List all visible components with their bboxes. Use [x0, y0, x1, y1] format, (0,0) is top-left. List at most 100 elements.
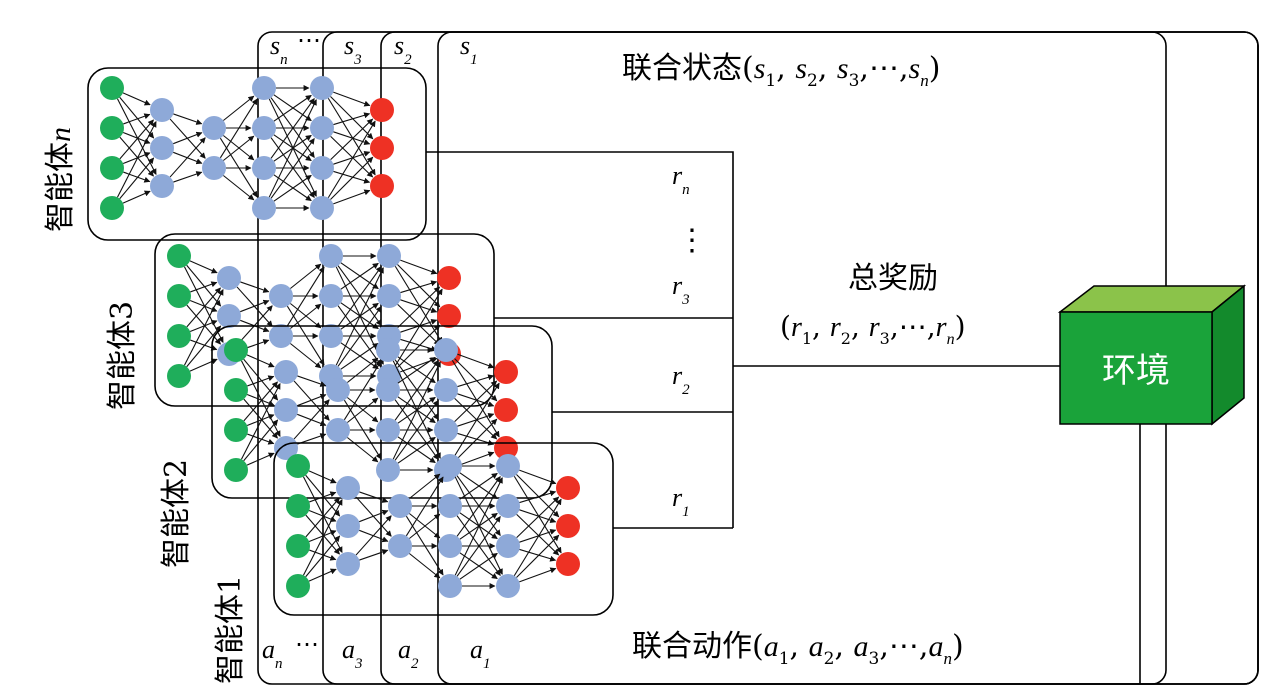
hidden-node [202, 116, 226, 140]
network-edge [186, 325, 222, 368]
input-node [286, 454, 310, 478]
network-edge [308, 530, 337, 543]
network-edge [223, 175, 255, 201]
hidden-node [252, 116, 276, 140]
network-edge [400, 280, 438, 294]
hidden-node [326, 418, 350, 442]
hidden-node [310, 196, 334, 220]
reward-labels: rn ⋮ r3 r2 r1 [672, 161, 707, 520]
network-edge [189, 320, 218, 333]
network-edge [454, 397, 498, 440]
network-edge [247, 375, 275, 387]
network-edge [119, 136, 154, 177]
network-edge [243, 381, 278, 422]
network-edge [397, 356, 436, 384]
hidden-node [319, 244, 343, 268]
output-node [494, 398, 518, 422]
hidden-node [377, 284, 401, 308]
input-node [224, 418, 248, 442]
hidden-node [388, 494, 412, 518]
action-ellipsis: ⋯ [295, 630, 319, 658]
network-edge [397, 286, 441, 329]
network-edge [337, 266, 382, 327]
hidden-node [336, 514, 360, 538]
joint-action-label: 联合动作(a1, a2, a3,⋯,an) [632, 629, 964, 669]
agent-name-2: 智能体2 [159, 459, 194, 568]
hidden-node [434, 418, 458, 442]
network-edge [290, 263, 322, 289]
network-edge [246, 414, 275, 427]
network-edge [513, 498, 562, 577]
hidden-node [310, 116, 334, 140]
network-edge [359, 509, 389, 523]
network-edge [173, 131, 203, 145]
network-edge [519, 548, 557, 562]
network-edge [309, 491, 337, 503]
hidden-node [438, 574, 462, 598]
network-edge [270, 98, 315, 159]
network-edge [347, 397, 379, 423]
network-edge [173, 113, 203, 125]
hidden-node [434, 378, 458, 402]
agent-network-1 [273, 442, 614, 616]
network-edge [516, 513, 560, 556]
network-edge [273, 174, 312, 202]
network-edge [457, 451, 495, 467]
network-edge [123, 113, 151, 125]
network-edge [335, 267, 384, 366]
network-edge [519, 528, 557, 543]
output-node [556, 514, 580, 538]
network-edge [516, 474, 560, 518]
network-edge [293, 399, 330, 440]
output-node [494, 436, 518, 460]
input-node [167, 284, 191, 308]
network-edge [400, 259, 438, 275]
network-edge [330, 135, 374, 178]
network-edge [333, 91, 371, 107]
output-node [437, 304, 461, 328]
hidden-node [326, 378, 350, 402]
hidden-node [274, 360, 298, 384]
network-edge [243, 398, 278, 439]
total-reward-title: 总奖励 [848, 261, 938, 296]
input-node [224, 378, 248, 402]
network-edge [347, 437, 379, 463]
input-node [224, 338, 248, 362]
hidden-node [438, 494, 462, 518]
agent-names: 智能体n 智能体3 智能体2 智能体1 [43, 127, 248, 684]
environment-label: 环境 [1102, 351, 1170, 391]
output-node [556, 552, 580, 576]
agent-panel-1 [273, 442, 614, 616]
output-node [370, 98, 394, 122]
hidden-node [434, 338, 458, 362]
network-edge [333, 150, 371, 165]
hidden-node [376, 338, 400, 362]
network-edge [273, 94, 312, 122]
agent-name-3: 智能体3 [105, 301, 140, 410]
network-edge [268, 99, 317, 198]
state-labels: s1 s2 s3 sn ⋯ [270, 26, 478, 68]
action-label-2: a2 [398, 635, 419, 672]
network-edge [119, 96, 155, 139]
input-node [100, 116, 124, 140]
network-edge [359, 491, 389, 503]
network-edge [122, 92, 151, 106]
network-edge [400, 299, 438, 314]
network-edge [183, 289, 224, 366]
network-edge [186, 264, 222, 307]
network-edge [394, 360, 439, 421]
hidden-node [150, 136, 174, 160]
network-edge [169, 137, 206, 178]
action-labels: a1 a2 a3 an ⋯ [262, 630, 491, 672]
network-edge [457, 393, 495, 408]
agent-name-1: 智能体1 [213, 575, 248, 684]
reward-label-2: r2 [672, 361, 690, 398]
hidden-node [252, 156, 276, 180]
network-edge [454, 380, 498, 423]
input-node [167, 364, 191, 388]
network-edge [243, 358, 279, 401]
network-edge [333, 131, 371, 146]
state-ellipsis: ⋯ [297, 26, 321, 54]
network-edge [327, 120, 376, 199]
network-edge [309, 549, 337, 561]
